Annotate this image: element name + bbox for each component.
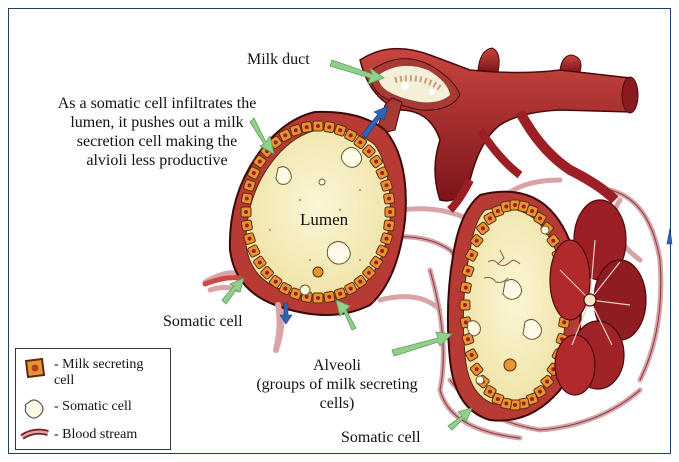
infiltration-note-line: lumen, it pushes out a milk [34,113,280,132]
cell-nucleus [496,397,500,401]
legend-label: - Milk secreting [54,357,143,373]
somatic-cell-label-left: Somatic cell [163,312,243,331]
cell-nucleus [551,239,555,243]
cell-nucleus [466,337,470,341]
cell-nucleus [385,237,389,241]
cell-nucleus [265,271,269,275]
alveoli-label-line: Alveoli [232,356,442,375]
legend-item: - Somatic cell [22,397,168,419]
infiltration-note-line: As a somatic cell infiltrates the [34,94,280,113]
legend-item: - Milk secreting cell [22,355,168,389]
cell-nucleus [513,203,517,207]
legend-label: cell [54,373,74,389]
cell-nucleus [530,209,534,213]
cell-nucleus [385,183,389,187]
cell-nucleus [327,125,331,129]
cell-nucleus [475,367,479,371]
cell-nucleus [252,249,256,253]
cell-nucleus [562,320,566,324]
cell-nucleus [522,205,526,209]
cell-nucleus [538,390,542,394]
cell-nucleus [258,261,262,265]
cell-nucleus [374,261,378,265]
cell-nucleus [488,216,492,220]
cell-nucleus [470,253,474,257]
legend: - Milk secreting cell - Somatic cell - B… [15,348,171,450]
cell-nucleus [305,125,309,129]
cell-nucleus [513,403,517,407]
cell-nucleus [316,296,320,300]
cell-nucleus [338,128,342,132]
cell-nucleus [294,292,298,296]
cell-nucleus [464,286,468,290]
somatic-cell-label-bottom: Somatic cell [341,428,421,447]
cell-nucleus [496,209,500,213]
cell-nucleus [488,390,492,394]
infiltration-note-line: secretion cell making the [34,132,280,151]
cell-nucleus [380,249,384,253]
legend-label: - Blood stream [54,427,137,443]
cell-nucleus [316,124,320,128]
cell-nucleus [274,280,278,284]
cell-nucleus [244,210,248,214]
cell-nucleus [358,140,362,144]
cell-nucleus [248,183,252,187]
cell-nucleus [380,171,384,175]
blood-stream-icon [20,425,50,443]
cell-nucleus [327,295,331,299]
cell-nucleus [463,303,467,307]
cell-nucleus [245,224,249,228]
somatic-cell-icon [22,397,46,419]
cell-nucleus [387,224,391,228]
lumen-label: Lumen [300,210,348,229]
alveoli-label-line: (groups of milk secreting [232,375,442,394]
cell-nucleus [466,269,470,273]
cell-nucleus [470,353,474,357]
cell-nucleus [358,280,362,284]
cell-nucleus [283,287,287,291]
cell-nucleus [305,295,309,299]
cell-nucleus [538,216,542,220]
cell-nucleus [504,205,508,209]
cell-nucleus [367,149,371,153]
cell-nucleus [349,133,353,137]
milk-duct-label: Milk duct [247,50,310,69]
infiltration-note: As a somatic cell infiltrates the lumen,… [34,94,280,170]
cell-nucleus [481,226,485,230]
cell-nucleus [545,380,549,384]
infiltration-note-line: alvioli less productive [34,151,280,170]
cell-nucleus [245,197,249,201]
alveoli-label-line: cells) [232,394,442,413]
cell-nucleus [294,128,298,132]
cell-nucleus [504,402,508,406]
cell-nucleus [464,320,468,324]
cell-nucleus [248,237,252,241]
legend-item: - Blood stream [22,425,168,445]
alveoli-label: Alveoli (groups of milk secreting cells) [232,356,442,413]
legend-label: - Somatic cell [54,399,132,415]
cell-nucleus [367,271,371,275]
cell-nucleus [522,402,526,406]
cell-nucleus [252,171,256,175]
cell-nucleus [283,133,287,137]
milk-secreting-cell-icon [22,357,46,379]
cell-nucleus [387,197,391,201]
cell-nucleus [349,287,353,291]
cell-nucleus [374,160,378,164]
cell-nucleus [475,239,479,243]
cell-nucleus [530,397,534,401]
cell-nucleus [338,292,342,296]
cell-nucleus [388,210,392,214]
